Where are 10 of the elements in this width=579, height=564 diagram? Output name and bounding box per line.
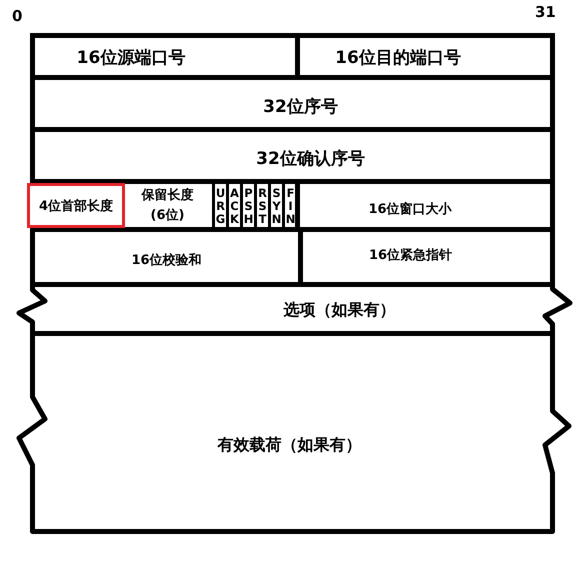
flag-box: RST — [254, 184, 271, 227]
flag-box: PSH — [240, 184, 257, 227]
field-box: 4位首部长度 — [27, 183, 125, 228]
flag-box: URG — [212, 184, 229, 227]
flag-box: SYN — [268, 184, 285, 227]
bit-number: 0 — [12, 9, 22, 24]
flag-box: ACK — [226, 184, 243, 227]
bit-number: 31 — [535, 5, 556, 20]
field-box: 保留长度(6位) — [125, 179, 212, 232]
flag-box: FIN — [282, 184, 299, 227]
